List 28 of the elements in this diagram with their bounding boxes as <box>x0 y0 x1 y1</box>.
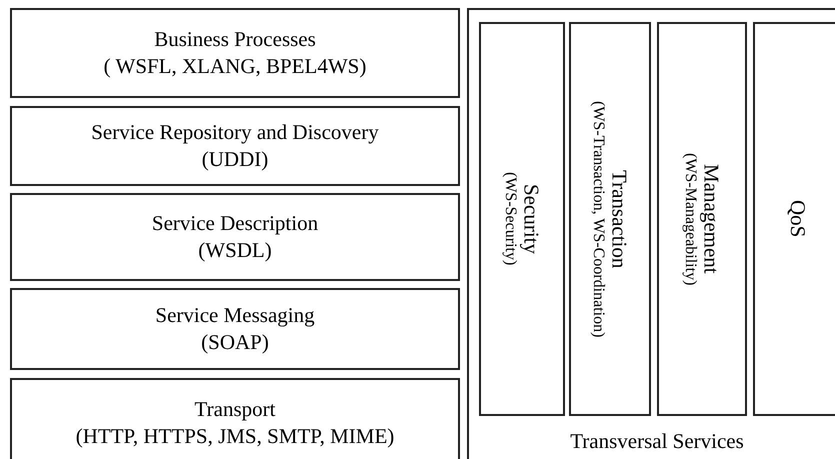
column-title: Security <box>519 184 544 254</box>
column-title: Transaction <box>607 170 632 268</box>
layer-title: Service Messaging <box>155 302 315 329</box>
service-column <box>479 22 565 416</box>
layer-box <box>10 288 460 370</box>
column-subtitle: (WS-Security) <box>501 172 520 266</box>
service-column <box>753 22 835 416</box>
layer-box <box>10 8 460 98</box>
column-subtitle: (WS-Manageability) <box>681 152 700 286</box>
layer-subtitle: (UDDI) <box>202 146 268 173</box>
layer-subtitle: ( WSFL, XLANG, BPEL4WS) <box>104 53 366 80</box>
column-title: QoS <box>786 200 810 238</box>
panel-title: Transversal Services <box>570 429 744 453</box>
layer-title: Business Processes <box>154 26 316 53</box>
layer-box <box>10 193 460 281</box>
column-subtitle: (WS-Transaction, WS-Coordination) <box>589 100 608 338</box>
layer-subtitle: (WSDL) <box>198 237 272 264</box>
layer-subtitle: (HTTP, HTTPS, JMS, SMTP, MIME) <box>76 423 394 450</box>
layer-title: Service Description <box>152 210 318 237</box>
layer-box <box>10 378 460 459</box>
group-panel <box>467 8 835 459</box>
layer-title: Transport <box>194 396 276 423</box>
layer-title: Service Repository and Discovery <box>91 118 379 146</box>
service-column <box>569 22 651 416</box>
column-title: Management <box>699 164 724 274</box>
layer-subtitle: (SOAP) <box>201 329 269 356</box>
layer-box <box>10 106 460 186</box>
service-column <box>657 22 747 416</box>
